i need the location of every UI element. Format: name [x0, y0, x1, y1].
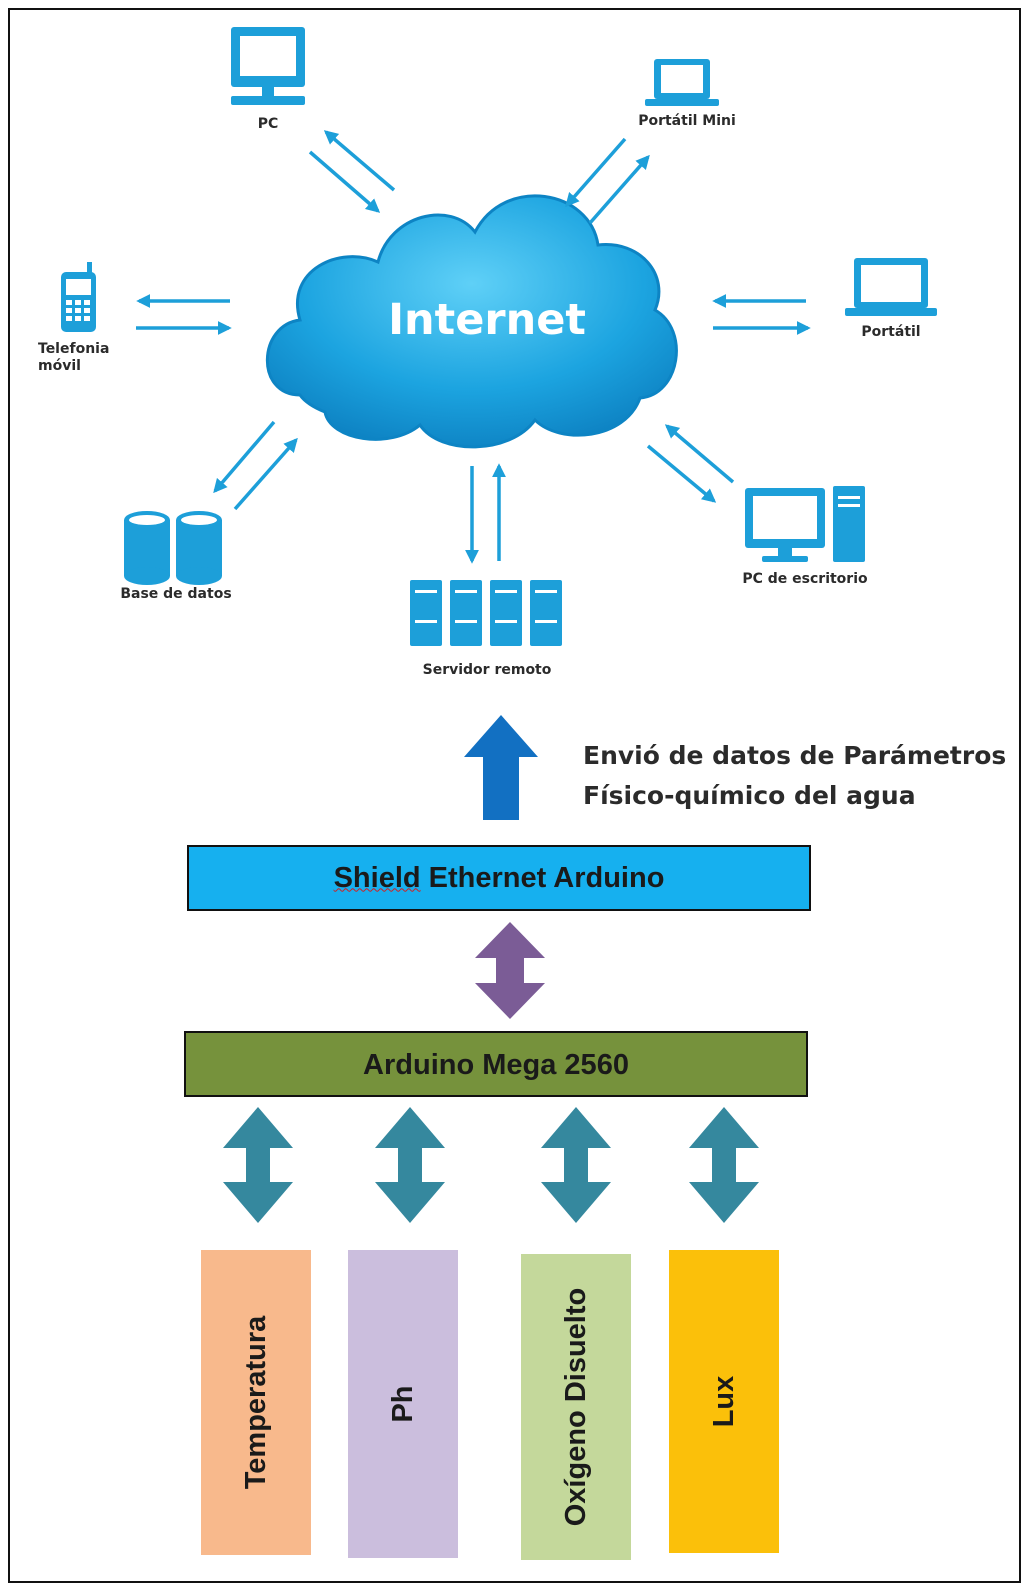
diagram-frame [8, 8, 1021, 1583]
laptop-icon [845, 258, 937, 316]
link-pc-out [323, 130, 396, 192]
link-db-in [233, 437, 298, 511]
internet-label: Internet [388, 295, 586, 345]
link-pc-in [308, 150, 381, 213]
shield-arduino-arrow-icon [475, 922, 545, 1019]
link-mini-out [588, 154, 650, 225]
sensor-label-0: Temperatura [240, 1315, 272, 1489]
sensor-boxes: Temperatura Ph Oxígeno Disuelto Lux [201, 1250, 779, 1560]
upload-note-line2: Físico-químico del agua [583, 781, 916, 810]
arduino-label: Arduino Mega 2560 [363, 1049, 629, 1081]
sensor-arrow-oxigeno-icon [541, 1107, 611, 1223]
sensor-label-3: Lux [708, 1376, 740, 1428]
link-desktop-in [664, 424, 735, 484]
sensor-arrows [223, 1107, 759, 1223]
link-db-out [213, 420, 276, 494]
upload-note: Envió de datos de Parámetros Físico-quím… [583, 736, 1006, 816]
shield-label: Shield Ethernet Arduino [188, 846, 810, 910]
server-rack-icon [410, 580, 562, 646]
desktop-pc-label: PC de escritorio [742, 571, 868, 587]
mobile-phone-icon [61, 262, 96, 332]
database-label: Base de datos [120, 586, 231, 602]
sensor-label-1: Ph [387, 1385, 419, 1422]
network-links [136, 130, 811, 564]
mini-laptop-icon [645, 59, 719, 106]
shield-box [187, 845, 811, 911]
pc-label: PC [258, 116, 279, 132]
sensor-box-1 [348, 1250, 458, 1558]
sensor-arrow-lux-icon [689, 1107, 759, 1223]
upload-note-line1: Envió de datos de Parámetros [583, 741, 1007, 770]
arduino-box [184, 1031, 808, 1097]
mobile-phone-label-line1: Telefonia [38, 341, 109, 357]
upload-arrow-icon [464, 715, 538, 820]
sensor-box-3 [669, 1250, 779, 1553]
desktop-pc-icon [745, 486, 865, 562]
pc-icon [231, 27, 305, 105]
sensor-box-2 [521, 1254, 631, 1560]
internet-cloud: Internet [265, 194, 678, 449]
laptop-label: Portátil [861, 324, 920, 340]
sensor-arrow-temperatura-icon [223, 1107, 293, 1223]
sensor-arrow-ph-icon [375, 1107, 445, 1223]
mobile-phone-label-line2: móvil [38, 358, 81, 374]
shield-label-rest: Ethernet Arduino [420, 861, 665, 894]
link-mini-in [565, 137, 627, 208]
sensor-label-2: Oxígeno Disuelto [560, 1288, 592, 1526]
link-desktop-out [646, 444, 717, 503]
database-icon [124, 511, 222, 585]
server-label: Servidor remoto [423, 662, 552, 678]
mini-laptop-label: Portátil Mini [638, 113, 736, 129]
sensor-box-0 [201, 1250, 311, 1555]
shield-label-word1: Shield [333, 861, 421, 894]
